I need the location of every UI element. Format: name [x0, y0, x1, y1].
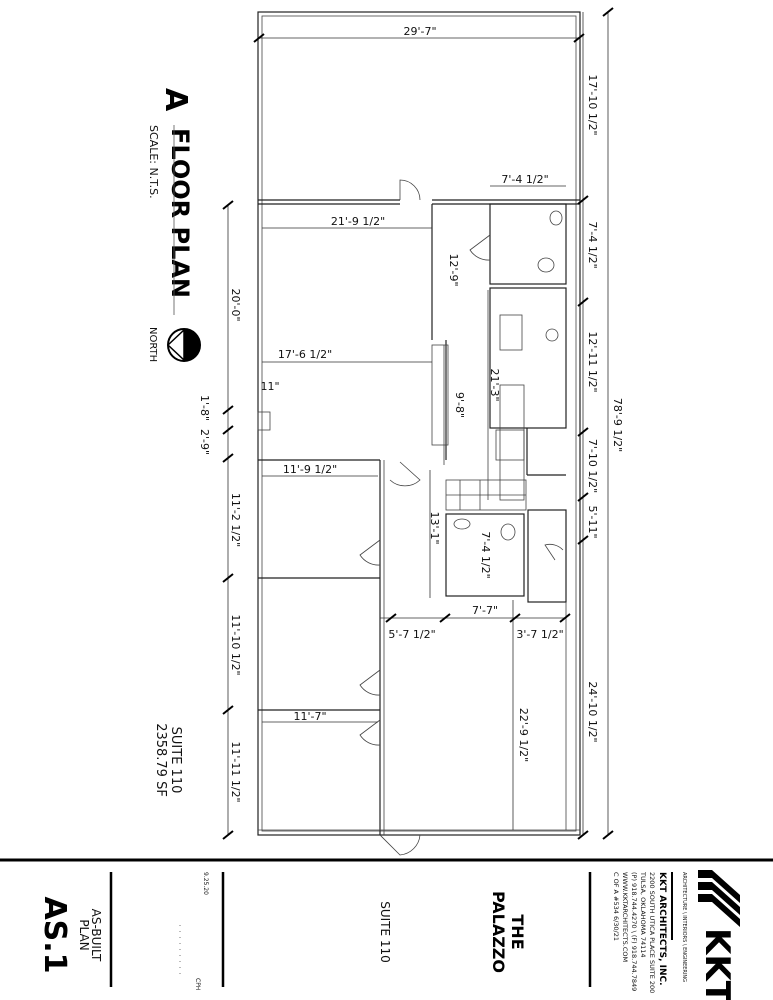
dim-counter: 9'-8" — [453, 392, 466, 418]
suite-area: 2358.79 SF — [153, 723, 168, 797]
dim-left-4: 11'-2 1/2" — [229, 493, 242, 547]
water-heater-icon — [545, 328, 559, 342]
dim-hall-right: 3'-7 1/2" — [516, 628, 563, 641]
dim-right-3: 12'-11 1/2" — [586, 331, 599, 392]
dim-left-1: 20'-0" — [229, 288, 242, 321]
dim-left-6: 11'-11 1/2" — [229, 741, 242, 802]
firm-name: KKT ARCHITECTS, INC. — [657, 872, 667, 986]
firm-address-2: TULSA, OKLAHOMA 74114 — [639, 871, 647, 958]
dimension-lines — [222, 7, 614, 840]
dim-room-width-1: 21'-9 1/2" — [331, 215, 385, 228]
dim-restroom-2: 7'-4 1/2" — [479, 531, 492, 578]
dim-room-width-2: 17'-6 1/2" — [278, 348, 332, 361]
suite-label: SUITE 110 — [168, 727, 183, 794]
dim-column: 11" — [260, 380, 279, 393]
dim-restroom-width: 7'-4 1/2" — [501, 173, 548, 186]
sheet-title-2: PLAN — [77, 919, 91, 950]
logo-tagline: ARCHITECTURE \ INTERIORS \ ENGINEERING — [681, 872, 687, 982]
kkt-logo: KKT — [697, 870, 740, 1000]
dim-room-width-3: 11'-9 1/2" — [283, 463, 337, 476]
dim-right-2: 7'-4 1/2" — [586, 221, 599, 268]
dim-left-2: 1'-8" — [198, 395, 211, 421]
dim-right-6: 24'-10 1/2" — [586, 681, 599, 742]
toilet-icon — [537, 257, 555, 273]
logo-text: KKT — [697, 928, 737, 1000]
dim-open-area: 22'-9 1/2" — [517, 708, 530, 762]
walls — [257, 11, 581, 856]
dim-room-width-4: 11'-7" — [293, 710, 326, 723]
dim-kitchen: 21'-3" — [488, 368, 501, 401]
firm-address-1: 2200 SOUTH UTICA PLACE SUITE 200 — [648, 872, 656, 993]
dim-hall-left: 5'-7 1/2" — [388, 628, 435, 641]
drawing-title-text: FLOOR PLAN — [166, 128, 194, 298]
north-arrow-icon — [166, 328, 201, 362]
scale-label: SCALE: N.T.S. — [147, 125, 160, 199]
dim-corridor-1: 12'-9" — [447, 253, 460, 286]
firm-coa: C OF A #534 6/30/21 — [612, 872, 620, 941]
dim-left-3: 2'-9" — [198, 429, 211, 455]
north-label: NORTH — [147, 327, 158, 362]
dimension-labels: 29'-7" 7'-4 1/2" 21'-9 1/2" 17'-6 1/2" 1… — [198, 25, 624, 803]
drawing-title: A FLOOR PLAN SCALE: N.T.S. NORTH SUITE 1… — [147, 88, 201, 797]
dim-corridor-2: 13'-1" — [428, 511, 441, 544]
dim-right-1: 17'-10 1/2" — [586, 74, 599, 135]
dim-top-width: 29'-7" — [403, 25, 436, 38]
dim-left-5: 11'-10 1/2" — [229, 614, 242, 675]
sheet-number: AS.1 — [37, 896, 72, 973]
sink-icon — [549, 210, 563, 226]
firm-phone: (P) 918.744.4270 \ (F) 918.744.7849 — [630, 872, 638, 991]
sheet-title-1: AS-BUILT — [89, 909, 103, 962]
firm-web: WWW.KKTARCHITECTS.COM — [621, 872, 629, 962]
title-block: KKT ARCHITECTURE \ INTERIORS \ ENGINEERI… — [0, 858, 773, 1000]
toilet-icon — [500, 523, 516, 541]
dim-overall: 78'-9 1/2" — [611, 398, 624, 452]
title-letter: A — [158, 88, 193, 112]
sink-icon — [453, 518, 471, 530]
drawn-by: CPH — [194, 978, 201, 990]
project-suite: SUITE 110 — [378, 901, 392, 963]
project-name-line2: PALAZZO — [489, 891, 508, 973]
issue-date: 9.25.20 — [202, 872, 209, 895]
dim-restroom-width-2: 7'-7" — [472, 604, 498, 617]
dim-right-4: 7'-10 1/2" — [586, 439, 599, 493]
project-name-line1: THE — [508, 914, 527, 949]
dim-right-5: 5'-11" — [586, 505, 599, 538]
